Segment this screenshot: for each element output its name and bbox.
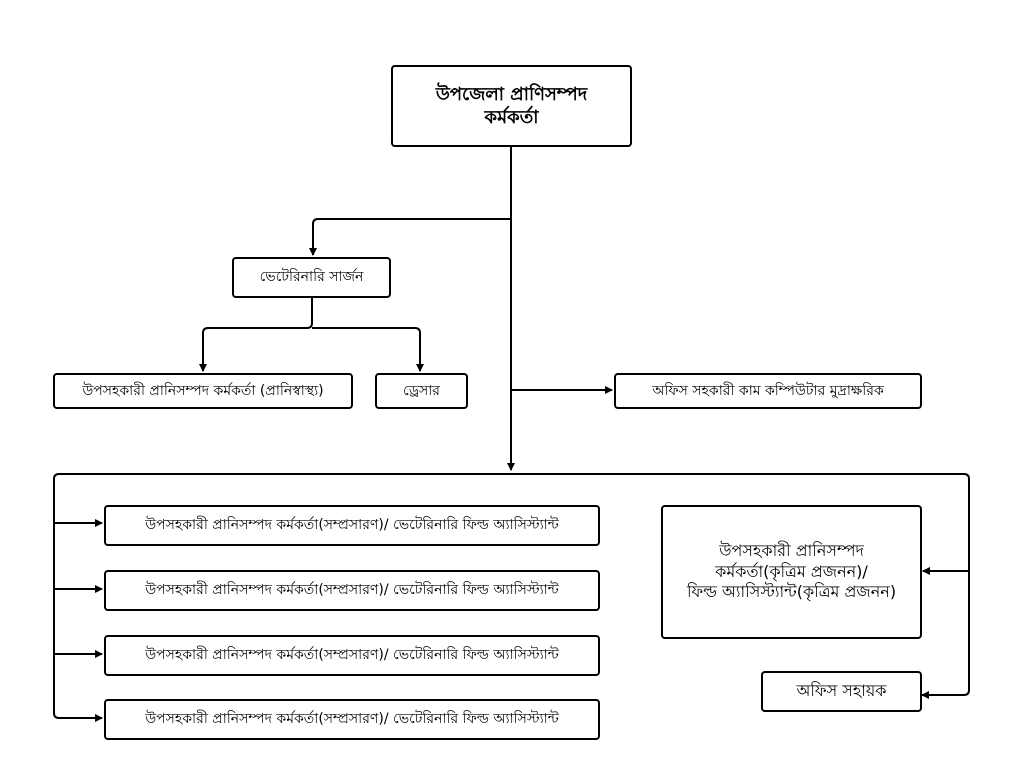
- node-extension-officer-4: উপসহকারী প্রানিসম্পদ কর্মকর্তা(সম্প্রসার…: [104, 699, 600, 740]
- node-label: উপসহকারী প্রানিসম্পদ কর্মকর্তা(সম্প্রসার…: [145, 711, 559, 728]
- connector-head-vet: [309, 218, 511, 256]
- node-label: উপসহকারী প্রানিসম্পদ কর্মকর্তা (প্রানিস্…: [82, 382, 324, 399]
- node-label: কর্মকর্তা(কৃত্রিম প্রজনন)/: [715, 561, 868, 581]
- node-label: উপসহকারী প্রানিসম্পদ কর্মকর্তা(সম্প্রসার…: [145, 582, 559, 599]
- node-label: ফিল্ড অ্যাসিস্ট্যান্ট(কৃত্রিম প্রজনন): [686, 582, 897, 602]
- node-veterinary-surgeon: ভেটেরিনারি সার্জন: [232, 257, 391, 298]
- node-artificial-insemination-officer: উপসহকারী প্রানিসম্পদ কর্মকর্তা(কৃত্রিম প…: [661, 505, 922, 639]
- node-dresser: ড্রেসার: [375, 373, 468, 409]
- node-label: উপসহকারী প্রানিসম্পদ কর্মকর্তা(সম্প্রসার…: [145, 517, 559, 534]
- node-extension-officer-1: উপসহকারী প্রানিসম্পদ কর্মকর্তা(সম্প্রসার…: [104, 505, 600, 546]
- node-extension-officer-3: উপসহকারী প্রানিসম্পদ কর্মকর্তা(সম্প্রসার…: [104, 635, 600, 676]
- node-office-assistant-computer-typist: অফিস সহকারী কাম কম্পিউটার মুদ্রাক্ষরিক: [614, 373, 922, 409]
- node-label: কর্মকর্তা: [484, 107, 539, 128]
- node-label: উপসহকারী প্রানিসম্পদ: [719, 540, 864, 560]
- connector-bottom-frame: [59, 473, 970, 696]
- node-extension-officer-2: উপসহকারী প্রানিসম্পদ কর্মকর্তা(সম্প্রসার…: [104, 570, 600, 611]
- node-label: ড্রেসার: [403, 382, 440, 399]
- node-label: অফিস সহায়ক: [796, 681, 887, 701]
- node-label: উপজেলা প্রাণিসম্পদ: [435, 83, 588, 105]
- node-animal-health-officer: উপসহকারী প্রানিসম্পদ কর্মকর্তা (প্রানিস্…: [53, 373, 353, 409]
- connector-vet-dresser: [312, 327, 424, 372]
- node-label: উপসহকারী প্রানিসম্পদ কর্মকর্তা(সম্প্রসার…: [145, 647, 559, 664]
- connector-left-rail: [53, 473, 103, 722]
- connector-vet-split: [199, 297, 313, 372]
- node-upazila-livestock-officer: উপজেলা প্রাণিসম্পদ কর্মকর্তা: [391, 65, 632, 147]
- node-office-helper: অফিস সহায়ক: [761, 671, 922, 712]
- node-label: ভেটেরিনারি সার্জন: [259, 269, 364, 286]
- node-label: অফিস সহকারী কাম কম্পিউটার মুদ্রাক্ষরিক: [652, 382, 884, 399]
